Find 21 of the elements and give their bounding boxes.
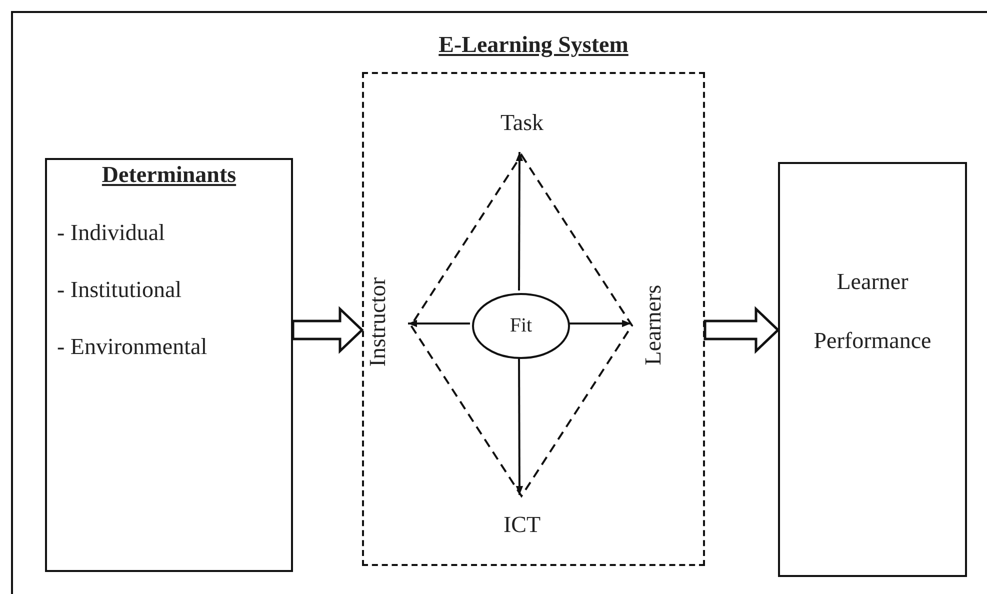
list-item: - Environmental (57, 334, 208, 360)
group-title: E-Learning System (438, 32, 628, 58)
outcome-box (778, 162, 967, 577)
box-heading: Determinants (102, 162, 236, 188)
box-label: Learner Performance (812, 268, 932, 355)
arrow (516, 356, 524, 495)
dashed-diamond (410, 154, 633, 497)
side-label: Learners (638, 252, 668, 397)
vertex-label: ICT (482, 512, 562, 546)
side-label: Instructor (362, 247, 394, 397)
block-arrow (292, 306, 364, 354)
arrow (408, 320, 470, 328)
arrow (568, 320, 631, 328)
list-item: - Institutional (57, 277, 182, 303)
ellipse-label: Fit (510, 314, 532, 337)
block-arrow (704, 306, 780, 354)
arrow (516, 152, 524, 290)
fit-ellipse (472, 292, 570, 358)
determinants-box (45, 158, 293, 572)
list-item: - Individual (57, 220, 165, 246)
vertex-label: Task (482, 110, 562, 144)
